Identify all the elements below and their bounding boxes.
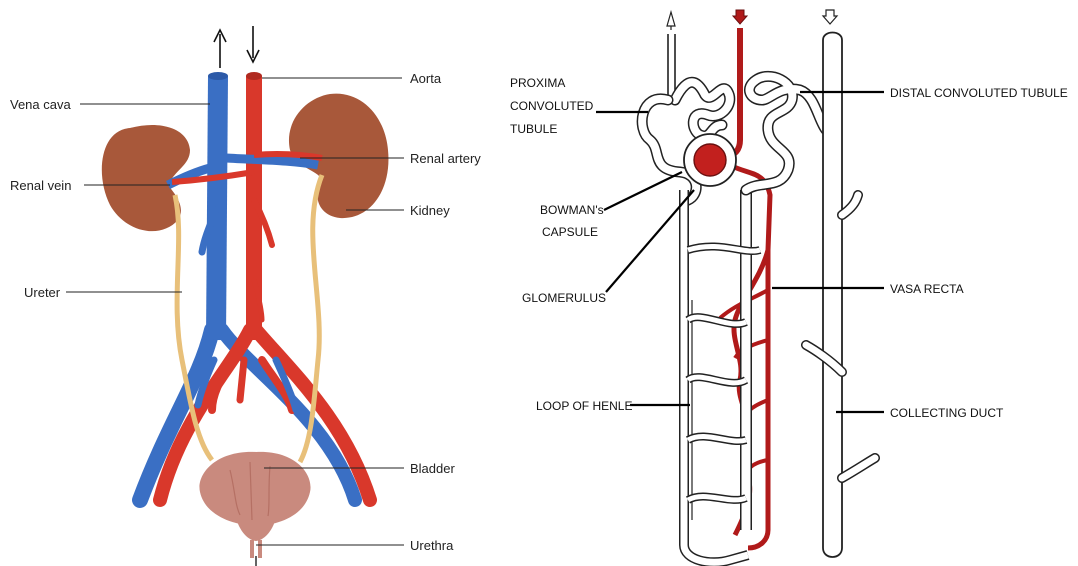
bladder-lower	[236, 518, 276, 541]
label-distal: DISTAL CONVOLUTED TUBULE	[890, 86, 1068, 100]
urethra-tube	[252, 540, 260, 558]
label-renal-artery: Renal artery	[410, 151, 481, 166]
label-proximal-line2: CONVOLUTED	[510, 99, 594, 113]
label-vasa-recta: VASA RECTA	[890, 282, 964, 296]
label-ureter: Ureter	[24, 285, 61, 300]
outflow-arrow	[667, 12, 675, 30]
aorta-opening	[246, 72, 262, 80]
efferent-tube	[668, 34, 675, 100]
label-proximal-line3: TUBULE	[510, 122, 557, 136]
label-renal-vein: Renal vein	[10, 178, 71, 193]
glomerulus	[694, 144, 726, 176]
iliac-branch	[240, 360, 244, 400]
vena-cava-opening	[208, 72, 228, 80]
label-bladder: Bladder	[410, 461, 455, 476]
label-glomerulus: GLOMERULUS	[522, 291, 606, 305]
leader-bowman	[604, 172, 682, 210]
label-proximal-line1: PROXIMA	[510, 76, 565, 90]
flow-up-arrow	[214, 30, 226, 68]
label-bowman-line1: BOWMAN's	[540, 203, 604, 217]
inflow-arrow	[733, 10, 747, 24]
label-loop-of-henle: LOOP OF HENLE	[536, 399, 632, 413]
collecting-arrow	[823, 10, 837, 24]
renal-vein-right	[226, 158, 318, 165]
label-vena-cava: Vena cava	[10, 97, 71, 112]
distal-convoluted-tubule-inner	[746, 76, 826, 190]
label-collecting-duct: COLLECTING DUCT	[890, 406, 1004, 420]
urinary-system-diagram: Vena cava Aorta Renal artery Renal vein …	[10, 26, 481, 566]
label-urethra: Urethra	[410, 538, 454, 553]
nephron-diagram: PROXIMA CONVOLUTED TUBULE DISTAL CONVOLU…	[510, 10, 1068, 562]
label-bowman-line2: CAPSULE	[542, 225, 598, 239]
label-kidney: Kidney	[410, 203, 450, 218]
bladder-organ	[199, 452, 310, 526]
flow-down-arrow	[247, 26, 259, 62]
label-aorta: Aorta	[410, 71, 442, 86]
